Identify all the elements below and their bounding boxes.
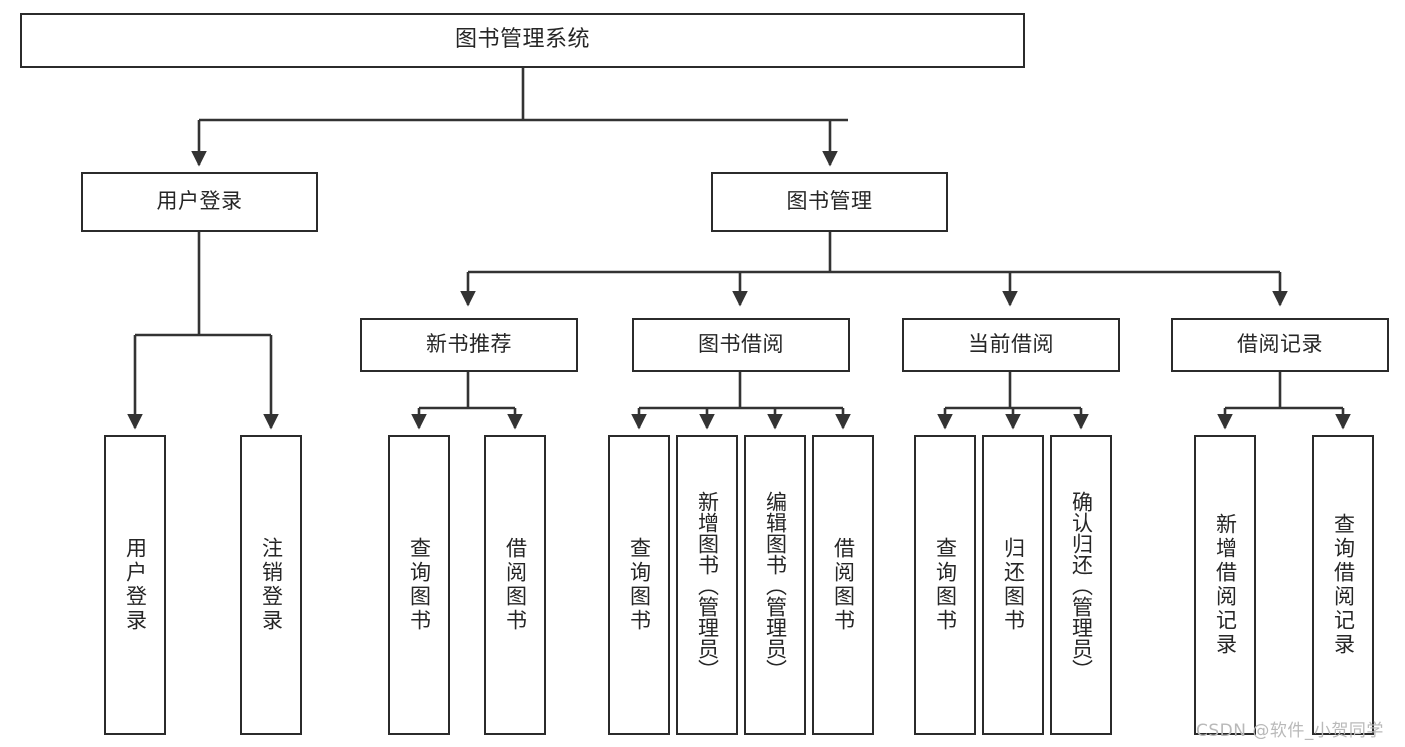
leaf-current-borrow-return-book[interactable]: 归还图书 [982,435,1044,735]
node-label: 图书管理系统 [454,27,590,53]
node-label: 用户登录 [123,537,148,633]
node-label: 查询图书 [407,537,432,633]
node-label: 借阅图书 [831,537,856,633]
leaf-book-borrow-query-book[interactable]: 查询图书 [608,435,670,735]
node-label: 查询图书 [933,537,958,633]
leaf-book-borrow-edit-book-admin[interactable]: 编辑图书（管理员） [744,435,806,735]
node-label: 新增借阅记录 [1213,513,1238,657]
watermark: CSDN @软件_小贺同学 [1196,721,1384,741]
leaf-borrow-record-add-record[interactable]: 新增借阅记录 [1194,435,1256,735]
node-label: 图书管理 [786,189,873,214]
node-user-login[interactable]: 用户登录 [81,172,318,232]
node-label: 查询借阅记录 [1331,513,1356,657]
node-current-borrow[interactable]: 当前借阅 [902,318,1120,372]
leaf-new-book-query-book[interactable]: 查询图书 [388,435,450,735]
leaf-user-login-login[interactable]: 用户登录 [104,435,166,735]
node-label: 注销登录 [259,537,284,633]
node-label: 当前借阅 [968,332,1054,357]
node-root-book-management-system[interactable]: 图书管理系统 [20,13,1025,68]
node-label: 新书推荐 [426,332,512,357]
leaf-user-login-logout[interactable]: 注销登录 [240,435,302,735]
leaf-current-borrow-confirm-return-admin[interactable]: 确认归还（管理员） [1050,435,1112,735]
leaf-book-borrow-borrow-book[interactable]: 借阅图书 [812,435,874,735]
node-label: 借阅记录 [1237,332,1323,357]
node-label: 新增图书（管理员） [695,490,720,680]
node-label: 图书借阅 [698,332,784,357]
leaf-borrow-record-query-record[interactable]: 查询借阅记录 [1312,435,1374,735]
leaf-new-book-borrow-book[interactable]: 借阅图书 [484,435,546,735]
node-new-book-recommend[interactable]: 新书推荐 [360,318,578,372]
leaf-current-borrow-query-book[interactable]: 查询图书 [914,435,976,735]
node-book-management[interactable]: 图书管理 [711,172,948,232]
node-label: 用户登录 [156,189,243,214]
node-label: 借阅图书 [503,537,528,633]
node-book-borrow[interactable]: 图书借阅 [632,318,850,372]
node-label: 编辑图书（管理员） [763,490,788,680]
leaf-book-borrow-add-book-admin[interactable]: 新增图书（管理员） [676,435,738,735]
node-label: 归还图书 [1001,537,1026,633]
node-borrow-record[interactable]: 借阅记录 [1171,318,1389,372]
node-label: 确认归还（管理员） [1069,490,1094,680]
node-label: 查询图书 [627,537,652,633]
